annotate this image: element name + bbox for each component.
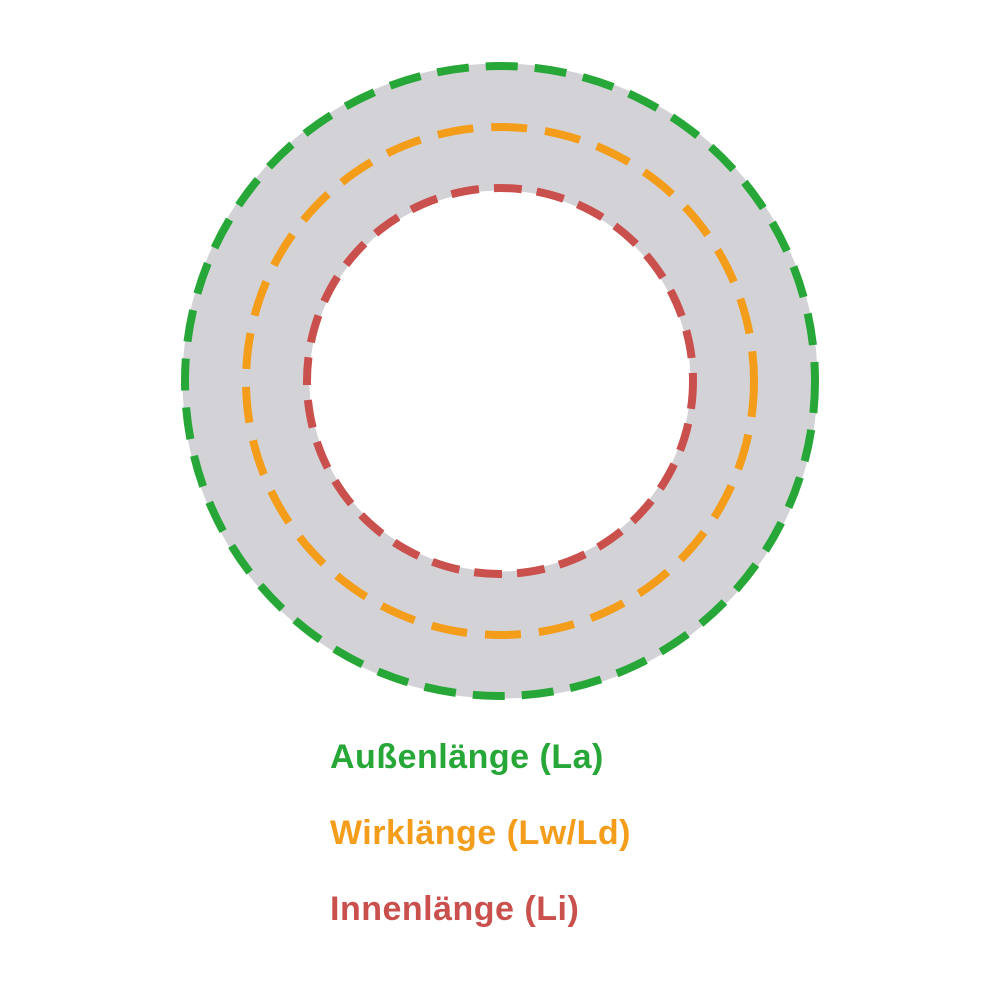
legend: Außenlänge (La) Wirklänge (Lw/Ld) Innenl… xyxy=(330,740,631,926)
legend-inner-length: Innenlänge (Li) xyxy=(330,890,580,928)
inner-length-circle xyxy=(303,184,697,578)
effective-length-circle xyxy=(242,123,758,639)
legend-outer-length: Außenlänge (La) xyxy=(330,738,604,776)
legend-effective-length: Wirklänge (Lw/Ld) xyxy=(330,814,631,852)
outer-length-circle xyxy=(181,62,819,700)
